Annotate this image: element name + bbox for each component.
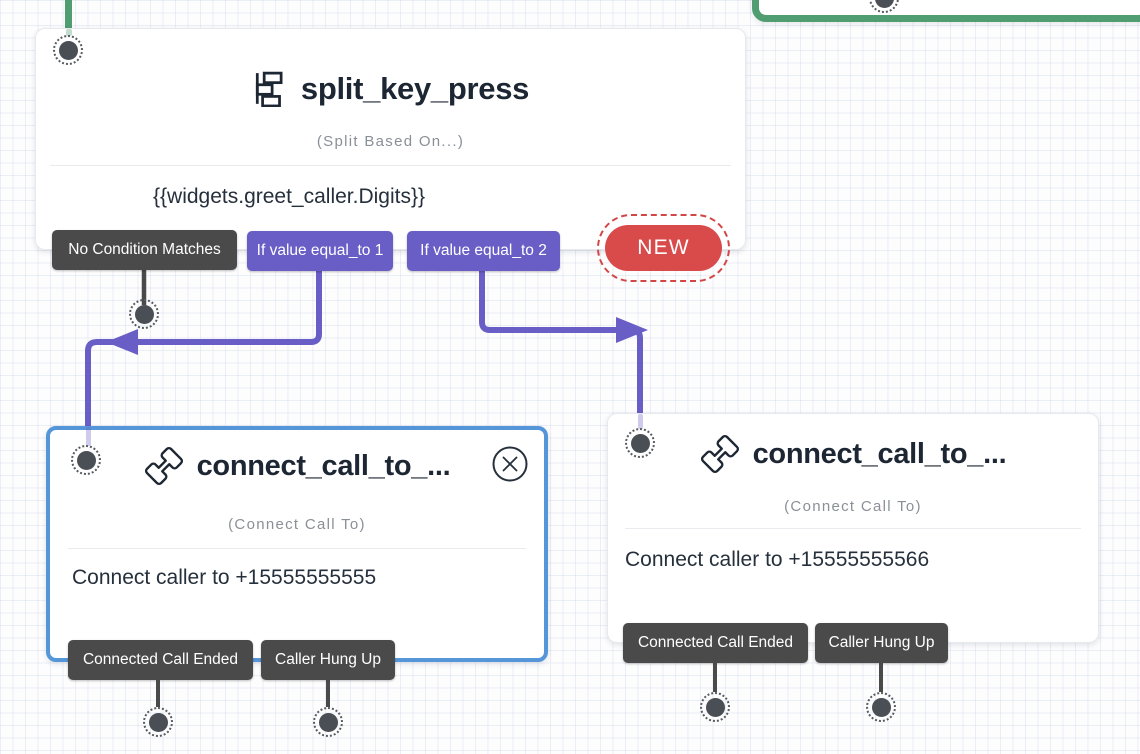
left-connected-call-ended-port[interactable] — [143, 707, 173, 737]
wire-stub — [326, 680, 330, 707]
wire-stub — [156, 680, 160, 707]
right-connected-call-ended-port[interactable] — [700, 692, 730, 722]
wire-stub — [879, 663, 883, 692]
widget-title: connect_call_to_... — [752, 437, 1007, 470]
transition-caller-hung-up-right[interactable]: Caller Hung Up — [815, 623, 948, 663]
widget-type-label: (Connect Call To) — [784, 498, 922, 515]
divider — [625, 528, 1081, 529]
wire-equal-to-1 — [85, 264, 322, 460]
wire-equal-to-2-arrowhead — [616, 317, 648, 343]
widget-connect-call-left[interactable]: connect_call_to_... (Connect Call To) Co… — [46, 426, 548, 662]
no-condition-matches-endpoint-port[interactable] — [129, 299, 159, 329]
wire-equal-to-2 — [479, 264, 643, 445]
split-input-port[interactable] — [53, 35, 83, 65]
widget-title: split_key_press — [300, 71, 530, 106]
phone-icon — [700, 434, 739, 474]
new-widget-drop-ring: NEW — [597, 214, 730, 282]
wire-fade-into-left-widget — [85, 427, 91, 446]
widget-body-text: Connect caller to +15555555555 — [72, 566, 377, 589]
new-button[interactable]: NEW — [605, 225, 722, 271]
transition-if-value-equal-to-1[interactable]: If value equal_to 1 — [247, 231, 393, 271]
split-icon — [255, 71, 283, 107]
transition-no-condition-matches[interactable]: No Condition Matches — [52, 230, 237, 270]
transition-connected-call-ended-left[interactable]: Connected Call Ended — [68, 640, 253, 680]
wire-equal-to-1-arrowhead — [106, 329, 138, 355]
offscreen-widget-card-green[interactable] — [752, 0, 1140, 22]
divider — [68, 548, 526, 549]
widget-type-label: (Split Based On...) — [316, 133, 465, 150]
widget-type-label: (Connect Call To) — [228, 516, 366, 533]
widget-title: connect_call_to_... — [196, 449, 451, 482]
divider — [50, 165, 731, 166]
left-caller-hung-up-port[interactable] — [313, 707, 343, 737]
close-icon[interactable] — [491, 445, 529, 483]
right-caller-hung-up-port[interactable] — [866, 692, 896, 722]
right-widget-input-port[interactable] — [625, 428, 655, 458]
incoming-wire-green-fade — [65, 29, 72, 36]
wire-fade-into-right-widget — [637, 414, 643, 429]
phone-icon — [144, 446, 183, 486]
incoming-wire-green — [65, 0, 72, 29]
transition-connected-call-ended-right[interactable]: Connected Call Ended — [623, 623, 808, 663]
widget-body-text: {{widgets.greet_caller.Digits}} — [153, 185, 426, 208]
widget-connect-call-right[interactable]: connect_call_to_... (Connect Call To) Co… — [607, 413, 1099, 643]
wire-stub — [713, 663, 717, 692]
transition-caller-hung-up-left[interactable]: Caller Hung Up — [261, 640, 395, 680]
transition-if-value-equal-to-2[interactable]: If value equal_to 2 — [407, 231, 560, 271]
left-widget-input-port[interactable] — [71, 445, 101, 475]
widget-body-text: Connect caller to +15555555566 — [625, 548, 930, 571]
